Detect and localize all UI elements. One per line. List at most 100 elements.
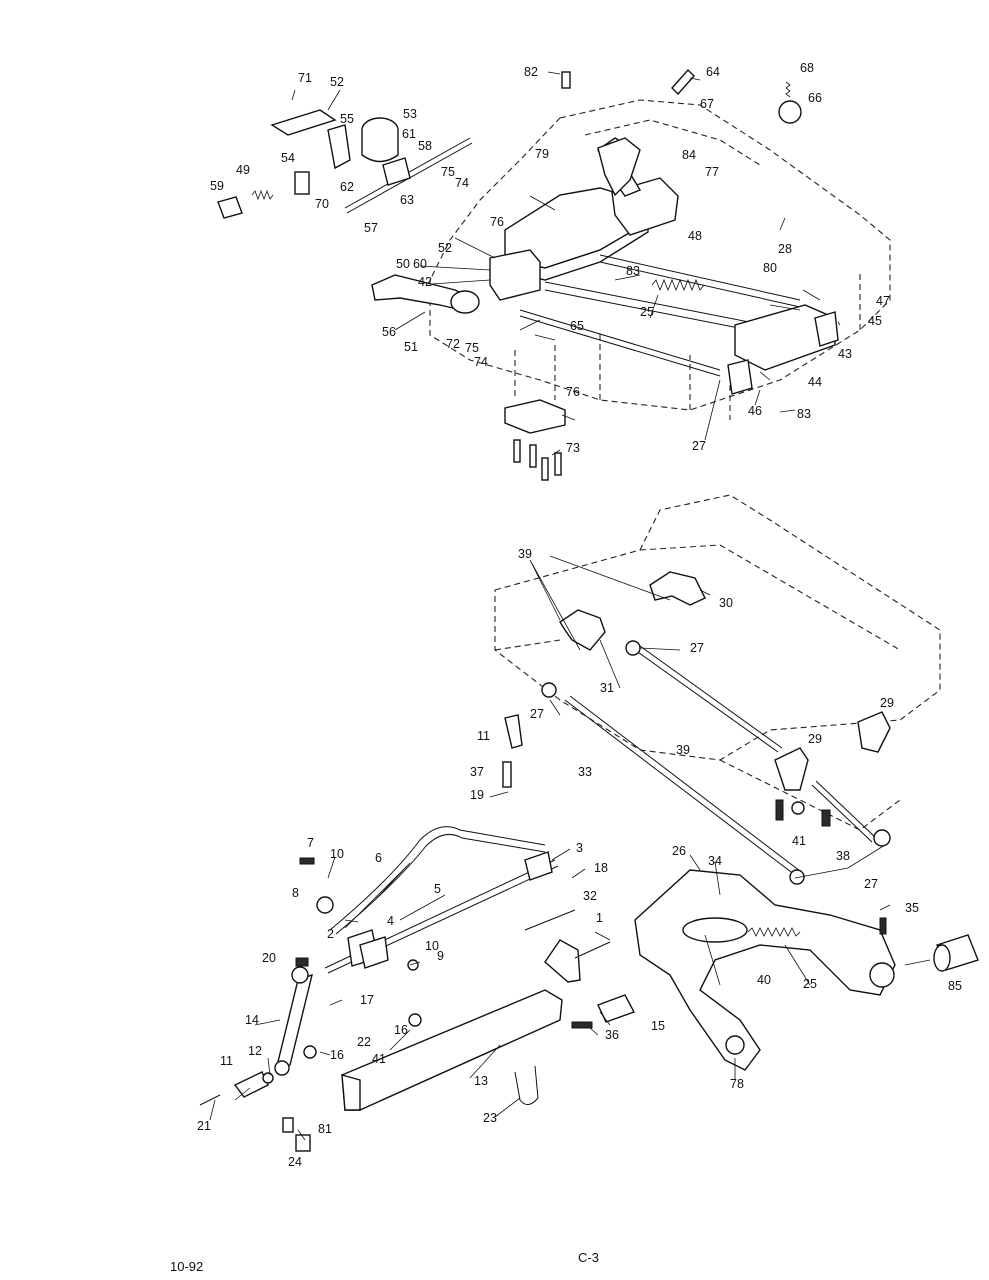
frame-top-face: [682, 917, 748, 943]
callout-22: 22: [357, 1035, 371, 1049]
rod-39-b: [639, 645, 783, 749]
washer-12: [262, 1072, 274, 1084]
footer-page-label: C-3: [578, 1250, 599, 1265]
callout-24: 24: [288, 1155, 302, 1169]
arm-14-bottom-eye: [274, 1060, 290, 1076]
solenoid-53-body: [361, 130, 399, 163]
washer-10-b: [407, 959, 419, 971]
lower-leader-lines: [209, 791, 931, 1141]
callout-34: 34: [708, 854, 722, 868]
cross-bracket-44: [734, 304, 836, 371]
bracket-31: [559, 609, 606, 651]
upper-base-ghost-outline: [429, 99, 891, 411]
bushing-27-end: [873, 829, 891, 847]
callout-48: 48: [688, 229, 702, 243]
callout-76a: 76: [490, 215, 504, 229]
callout-75a: 75: [441, 165, 455, 179]
callout-1: 1: [596, 911, 603, 925]
knob-51: [450, 290, 480, 314]
middle-base-ghost-outline: [494, 494, 941, 761]
callout-16b: 16: [394, 1023, 408, 1037]
callout-32: 32: [583, 889, 597, 903]
callout-39a: 39: [518, 547, 532, 561]
callout-19: 19: [470, 788, 484, 802]
collar-66: [778, 100, 802, 124]
knob-11-upper: [504, 714, 523, 749]
knob-11-lower: [233, 1071, 269, 1098]
plate-52: [270, 109, 337, 136]
middle-base-ghost-inner: [494, 544, 901, 831]
callout-10b: 10: [425, 939, 439, 953]
callout-26: 26: [672, 844, 686, 858]
rod-27-top: [519, 309, 721, 371]
callout-83b: 83: [797, 407, 811, 421]
callout-35: 35: [905, 901, 919, 915]
pin-64: [671, 68, 695, 96]
pin-37: [502, 761, 512, 788]
washer-41: [791, 801, 805, 815]
callout-11a: 11: [477, 729, 490, 743]
callout-27b: 27: [690, 641, 704, 655]
nut-16-b: [303, 1045, 317, 1059]
callout-83a: 83: [626, 264, 640, 278]
callout-36: 36: [605, 1028, 619, 1042]
callout-28: 28: [778, 242, 792, 256]
callout-9: 9: [437, 949, 444, 963]
bushing-24: [282, 1117, 294, 1133]
bushing-27-lower: [789, 869, 805, 885]
callout-30: 30: [719, 596, 733, 610]
screw-82: [561, 71, 571, 89]
upper-base-ghost-inner: [584, 119, 861, 410]
bushing-27-left: [541, 682, 557, 698]
callout-68: 68: [800, 61, 814, 75]
bushing-27-right: [625, 640, 641, 656]
callout-labels: 82 64 67 68 66 71 52 53 55 61 58 54 49 5…: [197, 61, 962, 1169]
callout-74a: 74: [455, 176, 469, 190]
callout-31: 31: [600, 681, 614, 695]
callout-23: 23: [483, 1111, 497, 1125]
rod-27-bottom: [519, 315, 721, 377]
callout-59: 59: [210, 179, 224, 193]
callout-42: 42: [418, 275, 432, 289]
rod-upper-top: [599, 254, 801, 301]
callout-4: 4: [387, 914, 394, 928]
callout-63: 63: [400, 193, 414, 207]
callout-67: 67: [700, 97, 714, 111]
callout-27d: 27: [864, 877, 878, 891]
callout-73: 73: [566, 441, 580, 455]
spring-68: [785, 81, 791, 98]
arm-14-top-eye: [291, 966, 309, 984]
callout-64: 64: [706, 65, 720, 79]
callout-45: 45: [868, 314, 882, 328]
middle-assembly: [494, 494, 941, 885]
bracket-29-left: [774, 747, 809, 791]
lever-6-tube: [329, 826, 546, 931]
nut-16: [408, 1013, 422, 1027]
frame-bore-right: [869, 962, 895, 988]
callout-20: 20: [262, 951, 276, 965]
callout-40: 40: [757, 973, 771, 987]
bracket-30: [649, 571, 706, 606]
guide-block-76: [489, 249, 541, 301]
callout-74b: 74: [474, 355, 488, 369]
callout-76b: 76: [566, 385, 580, 399]
bracket-29-right: [857, 711, 891, 753]
callout-3: 3: [576, 841, 583, 855]
clamp-4: [359, 936, 389, 969]
callout-21: 21: [197, 1119, 211, 1133]
callout-77: 77: [705, 165, 719, 179]
collar-63: [382, 157, 411, 186]
callout-38: 38: [836, 849, 850, 863]
screw-20: [295, 957, 309, 967]
callout-47: 47: [876, 294, 890, 308]
callout-10a: 10: [330, 847, 344, 861]
handle-lever-rear: [597, 137, 641, 197]
screw-7: [299, 857, 315, 865]
callout-65: 65: [570, 319, 584, 333]
bushing-81: [295, 1134, 311, 1152]
callout-43: 43: [838, 347, 852, 361]
callout-5: 5: [434, 882, 441, 896]
callout-12: 12: [248, 1044, 262, 1058]
spring-25-lower: [747, 927, 801, 937]
rod-39-a: [634, 649, 779, 753]
